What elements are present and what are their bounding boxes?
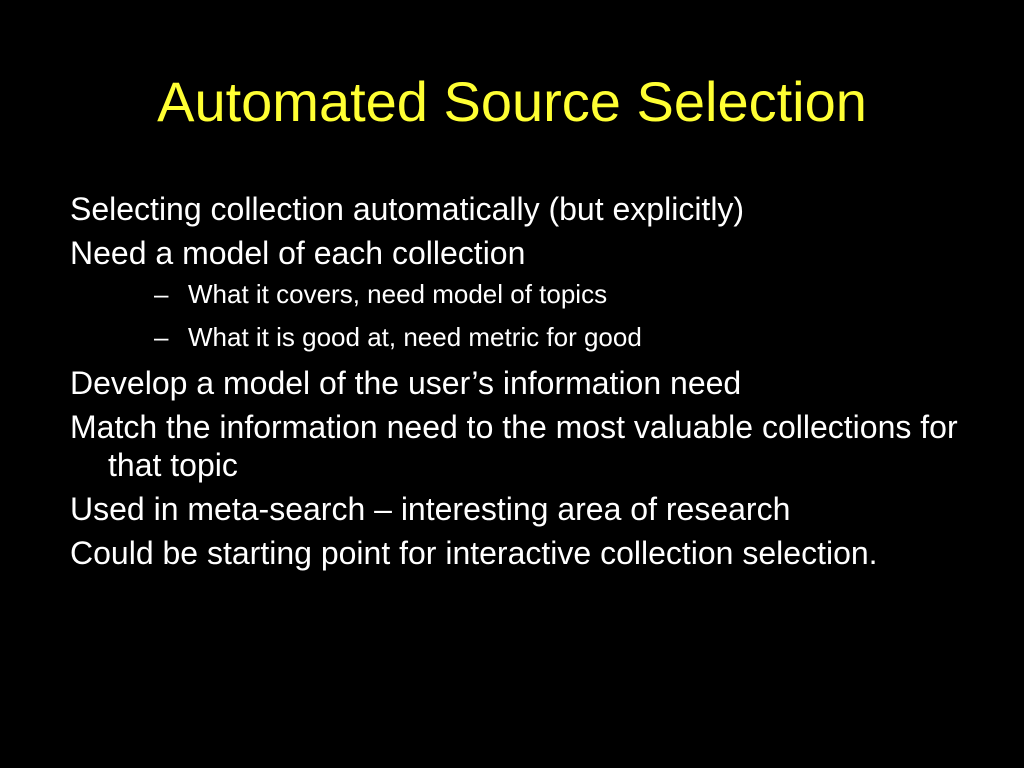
- bullet-text: Match the information need to the most v…: [70, 409, 958, 483]
- bullet-text: Develop a model of the user’s informatio…: [70, 365, 742, 401]
- bullet-text: Selecting collection automatically (but …: [70, 191, 745, 227]
- slide-title: Automated Source Selection: [157, 70, 867, 133]
- bullet-text: Need a model of each collection: [70, 235, 526, 271]
- sub-bullet-item: –What it covers, need model of topics: [70, 278, 970, 310]
- bullet-item: Selecting collection automatically (but …: [70, 190, 970, 228]
- bullet-item: Match the information need to the most v…: [70, 408, 970, 484]
- bullet-text: Used in meta-search – interesting area o…: [70, 491, 791, 527]
- bullet-item: Used in meta-search – interesting area o…: [70, 490, 970, 528]
- sub-bullet-marker: –: [154, 322, 169, 352]
- bullet-list: Selecting collection automatically (but …: [70, 190, 970, 578]
- bullet-text: Could be starting point for interactive …: [70, 535, 878, 571]
- sub-bullet-item: –What it is good at, need metric for goo…: [70, 321, 970, 353]
- bullet-item: Need a model of each collection: [70, 234, 970, 272]
- sub-bullet-text: What it covers, need model of topics: [188, 279, 608, 309]
- bullet-item: Develop a model of the user’s informatio…: [70, 364, 970, 402]
- sub-bullet-marker: –: [154, 279, 169, 309]
- sub-bullet-text: What it is good at, need metric for good: [188, 322, 642, 352]
- bullet-item: Could be starting point for interactive …: [70, 534, 970, 572]
